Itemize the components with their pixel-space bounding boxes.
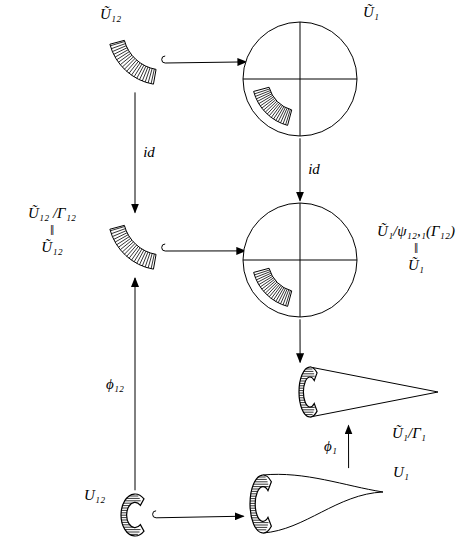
inclusion-arrow — [162, 244, 246, 251]
map-arrow — [348, 426, 349, 469]
map-arrow — [300, 319, 301, 362]
disk-shape — [243, 22, 357, 136]
cone-shape — [290, 365, 440, 420]
node-label: Ũ₁/ψ₁₂,₁(Γ₁₂)‖Ũ₁ — [361, 223, 470, 274]
map-arrow — [135, 278, 136, 490]
node-label: Ũ₁/Γ₁ — [392, 425, 426, 442]
node-label: Ũ₁₂ — [100, 6, 121, 23]
space-label: Ũ₁/Γ₁ — [392, 425, 426, 442]
space-label: Ũ₁₂ — [100, 6, 121, 23]
hatched-sector: Ũ₁₂ — [108, 30, 162, 90]
inclusion-arrow — [162, 56, 247, 63]
map-label: id — [306, 161, 322, 178]
space-label: ‖ — [8, 222, 96, 239]
map-label: ϕ₁₂ — [104, 376, 126, 393]
node-label: U₁₂ — [84, 487, 105, 504]
curved-cone: U₁ — [245, 472, 385, 537]
node-label: Ũ₁ — [363, 4, 379, 21]
map-label: ϕ₁ — [322, 438, 339, 455]
space-label: Ũ₁ — [361, 257, 470, 274]
node-label: U₁ — [393, 464, 409, 481]
hatched-sector-shape — [108, 215, 162, 275]
hatched-sector-shape — [108, 30, 162, 90]
space-label: Ũ₁ — [363, 4, 379, 21]
space-label: U₁ — [393, 464, 409, 481]
disk: Ũ₁ — [243, 22, 357, 136]
space-label: Ũ₁/ψ₁₂,₁(Γ₁₂) — [361, 223, 470, 240]
curved-cone-shape — [245, 472, 385, 537]
map-arrow — [135, 92, 136, 212]
annulus-piece-shape — [118, 493, 152, 538]
inclusion-arrow — [153, 511, 244, 518]
space-label: Ũ₁₂ /Γ₁₂ — [8, 205, 96, 222]
space-label: Ũ₁₂ — [8, 239, 96, 256]
cone: Ũ₁/Γ₁ — [290, 365, 440, 420]
node-label: Ũ₁₂ /Γ₁₂‖Ũ₁₂ — [8, 205, 96, 256]
disk-shape — [243, 203, 357, 317]
map-arrow — [300, 138, 301, 200]
map-label: id — [141, 144, 157, 161]
disk: Ũ₁/ψ₁₂,₁(Γ₁₂)‖Ũ₁ — [243, 203, 357, 317]
space-label: U₁₂ — [84, 487, 105, 504]
annulus-piece: U₁₂ — [118, 493, 152, 538]
hatched-sector: Ũ₁₂ /Γ₁₂‖Ũ₁₂ — [108, 215, 162, 275]
space-label: ‖ — [361, 240, 470, 257]
